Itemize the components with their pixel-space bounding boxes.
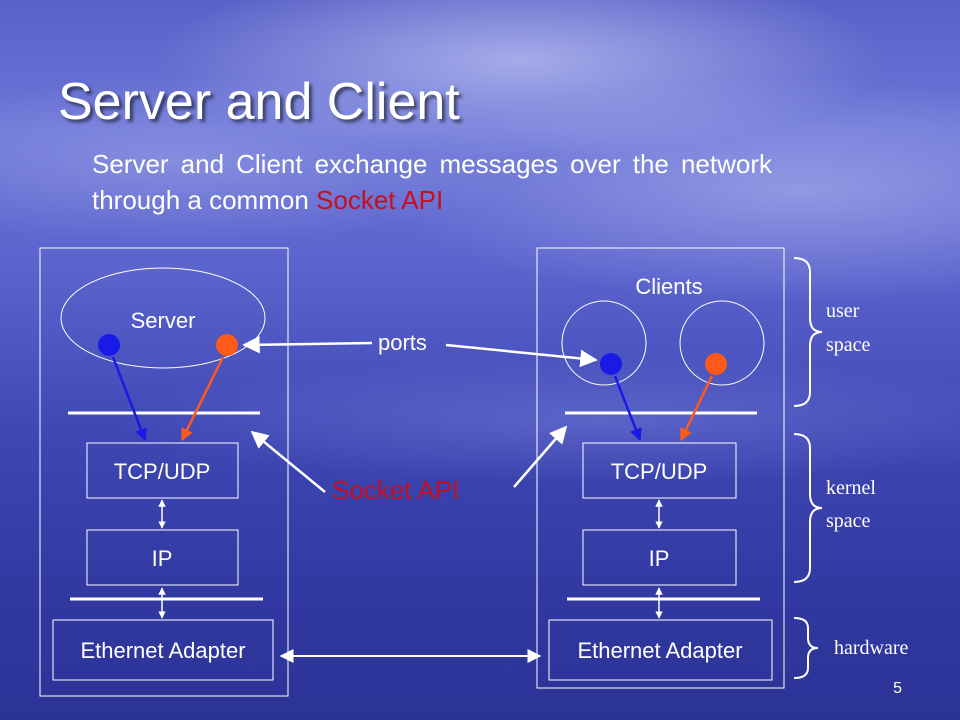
user-space-brace [793, 257, 823, 407]
socket-api-arrow-server [250, 430, 326, 493]
server-blue-link [111, 356, 147, 442]
subtitle-socket-api: Socket API [316, 185, 444, 215]
server-tcp-udp-label: TCP/UDP [114, 459, 211, 484]
server-ip-box [86, 529, 239, 586]
hardware-label: hardware [834, 637, 909, 659]
ports-arrow-client [445, 343, 598, 368]
client-port-orange [705, 353, 727, 375]
server-tcp-udp-box [86, 442, 239, 499]
server-orange-link [180, 356, 225, 442]
client-ip-label: IP [649, 546, 670, 571]
server-port-blue [98, 334, 120, 356]
ports-label: ports [378, 330, 427, 355]
client-process-2 [679, 300, 765, 386]
page-number: 5 [893, 680, 902, 697]
kernel-space-label-line2: space [826, 510, 871, 532]
server-port-orange [216, 334, 238, 356]
hardware-brace [793, 617, 819, 679]
server-host-box [39, 247, 289, 697]
subtitle-text: Server and Client exchange messages over… [92, 149, 772, 215]
server-ip-label: IP [152, 546, 173, 571]
client-process-1 [561, 300, 647, 386]
client-tcp-udp-box [582, 442, 737, 499]
clients-label: Clients [635, 274, 702, 299]
client-host-box [536, 247, 785, 689]
client-port-blue [600, 353, 622, 375]
kernel-space-label-line1: kernel [826, 477, 876, 499]
slide-title: Server and Client [58, 73, 460, 131]
server-ethernet-label: Ethernet Adapter [80, 638, 245, 663]
client-ethernet-box [548, 619, 773, 681]
socket-api-label: Socket API [332, 475, 459, 505]
server-ethernet-box [52, 619, 274, 681]
kernel-space-brace [793, 433, 823, 583]
server-host: Server TCP/UDP IP Ethernet Adapter [39, 247, 289, 697]
user-space-label-line1: user [826, 300, 860, 322]
server-label: Server [131, 308, 196, 333]
client-blue-link [613, 375, 642, 442]
ports-arrow-server [242, 336, 373, 354]
client-ethernet-label: Ethernet Adapter [577, 638, 742, 663]
client-host: Clients TCP/UDP IP Ethernet Adapter [536, 247, 785, 689]
user-space-label-line2: space [826, 334, 871, 356]
slide-subtitle: Server and Client exchange messages over… [92, 146, 772, 218]
client-tcp-udp-label: TCP/UDP [611, 459, 708, 484]
client-ip-box [582, 529, 737, 586]
socket-api-arrow-client [513, 425, 568, 488]
client-orange-link [679, 375, 714, 442]
server-process-ellipse [60, 267, 266, 369]
